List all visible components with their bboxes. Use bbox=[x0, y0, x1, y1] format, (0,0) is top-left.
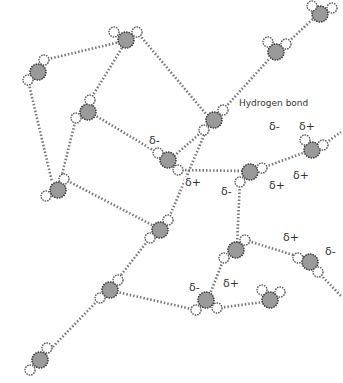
oxygen-atoms bbox=[30, 6, 328, 368]
charge-label: δ+ bbox=[292, 170, 310, 182]
hydrogen-atoms bbox=[23, 1, 337, 375]
charge-label: δ- bbox=[324, 246, 337, 258]
charge-label: δ+ bbox=[282, 232, 300, 244]
charge-label: δ+ bbox=[184, 177, 202, 189]
charge-label: δ+ bbox=[298, 121, 316, 133]
charge-label: δ- bbox=[268, 121, 281, 133]
charge-label: δ- bbox=[220, 186, 233, 198]
charge-label: δ- bbox=[148, 135, 161, 147]
charge-label: δ- bbox=[188, 282, 201, 294]
hydrogen-bonds bbox=[28, 18, 341, 354]
charge-label: δ+ bbox=[268, 180, 286, 192]
charge-label: δ+ bbox=[222, 278, 240, 290]
callout-label: Hydrogen bond bbox=[238, 99, 309, 109]
